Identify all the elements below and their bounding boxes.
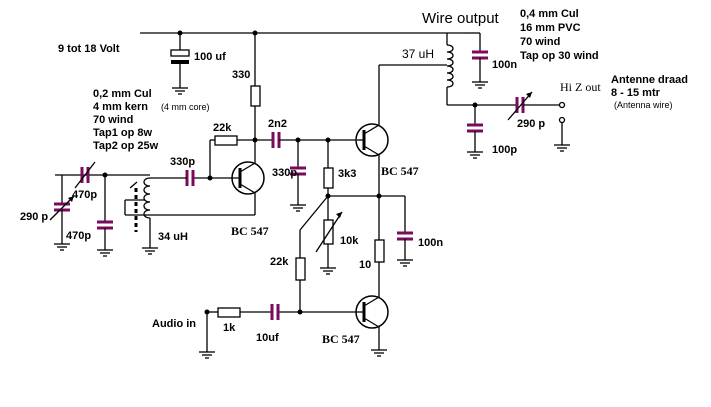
label-t2: BC 547 — [381, 164, 419, 178]
label-ant-3: (Antenna wire) — [614, 100, 673, 110]
label-r-10: 10 — [359, 259, 371, 271]
label-out-spec-2: 16 mm PVC — [520, 22, 581, 34]
lc-tank — [49, 161, 256, 257]
label-c-100p: 100p — [492, 144, 517, 156]
label-c-290p-right: 290 p — [517, 118, 545, 130]
transistor-t2 — [355, 65, 389, 300]
label-wire-output: Wire output — [422, 10, 500, 27]
potentiometer-10k — [299, 195, 343, 275]
label-r-3k3: 3k3 — [338, 168, 356, 180]
transistor-t1 — [210, 140, 265, 210]
label-l-37uh: 37 uH — [402, 47, 434, 61]
label-coil-spec-5: Tap2 op 25w — [93, 140, 159, 152]
transistor-t3 — [278, 295, 389, 357]
label-ant-1: Antenne draad — [611, 74, 688, 86]
label-out-spec-4: Tap op 30 wind — [520, 50, 599, 62]
resistor-330 — [250, 33, 261, 143]
label-c-470p-bottom: 470p — [66, 230, 91, 242]
label-c-330p-left: 330p — [170, 156, 195, 168]
label-coil-spec-4: Tap1 op 8w — [93, 127, 153, 139]
label-c-10uf: 10uf — [256, 332, 279, 344]
label-r-22k-top: 22k — [213, 122, 232, 134]
resistor-22k-top — [207, 135, 255, 181]
label-c-470p-top: 470p — [72, 189, 97, 201]
label-c-supply: 100 uf — [194, 51, 226, 63]
capacitor-330p-bottom — [290, 137, 306, 212]
label-coil-spec-1: 0,2 mm Cul — [93, 88, 152, 100]
label-c-100n-mid: 100n — [418, 237, 443, 249]
capacitor-2n2 — [255, 132, 357, 148]
label-r-1k: 1k — [223, 322, 236, 334]
label-out-spec-3: 70 wind — [520, 36, 560, 48]
label-coil-spec-2: 4 mm kern — [93, 101, 148, 113]
label-out-spec-1: 0,4 mm Cul — [520, 8, 579, 20]
label-audio-in: Audio in — [152, 318, 196, 330]
resistor-22k-bias — [295, 230, 306, 315]
audio-input-network — [199, 304, 280, 359]
label-t3: BC 547 — [322, 332, 360, 346]
capacitor-100n-mid — [397, 196, 413, 267]
label-c-100n-top: 100n — [492, 59, 517, 71]
capacitor-330p-left — [150, 170, 210, 186]
label-supply: 9 tot 18 Volt — [58, 43, 120, 55]
label-r-330: 330 — [232, 69, 250, 81]
label-t1: BC 547 — [231, 224, 269, 238]
supply-rail — [140, 30, 465, 95]
output-coil-37uh — [379, 32, 570, 159]
label-ant-2: 8 - 15 mtr — [611, 87, 661, 99]
label-r-22k-bias: 22k — [270, 256, 289, 268]
label-c-290p-left: 290 p — [20, 211, 48, 223]
label-c-330p-bottom: 330p — [272, 167, 297, 179]
label-coil-spec-3: 70 wind — [93, 114, 133, 126]
label-hi-z: Hi Z out — [560, 80, 601, 94]
resistor-10 — [374, 239, 385, 263]
label-pot-10k: 10k — [340, 235, 359, 247]
label-coil-spec-2b: (4 mm core) — [161, 102, 210, 112]
label-c-2n2: 2n2 — [268, 118, 287, 130]
label-l-34uh: 34 uH — [158, 231, 188, 243]
